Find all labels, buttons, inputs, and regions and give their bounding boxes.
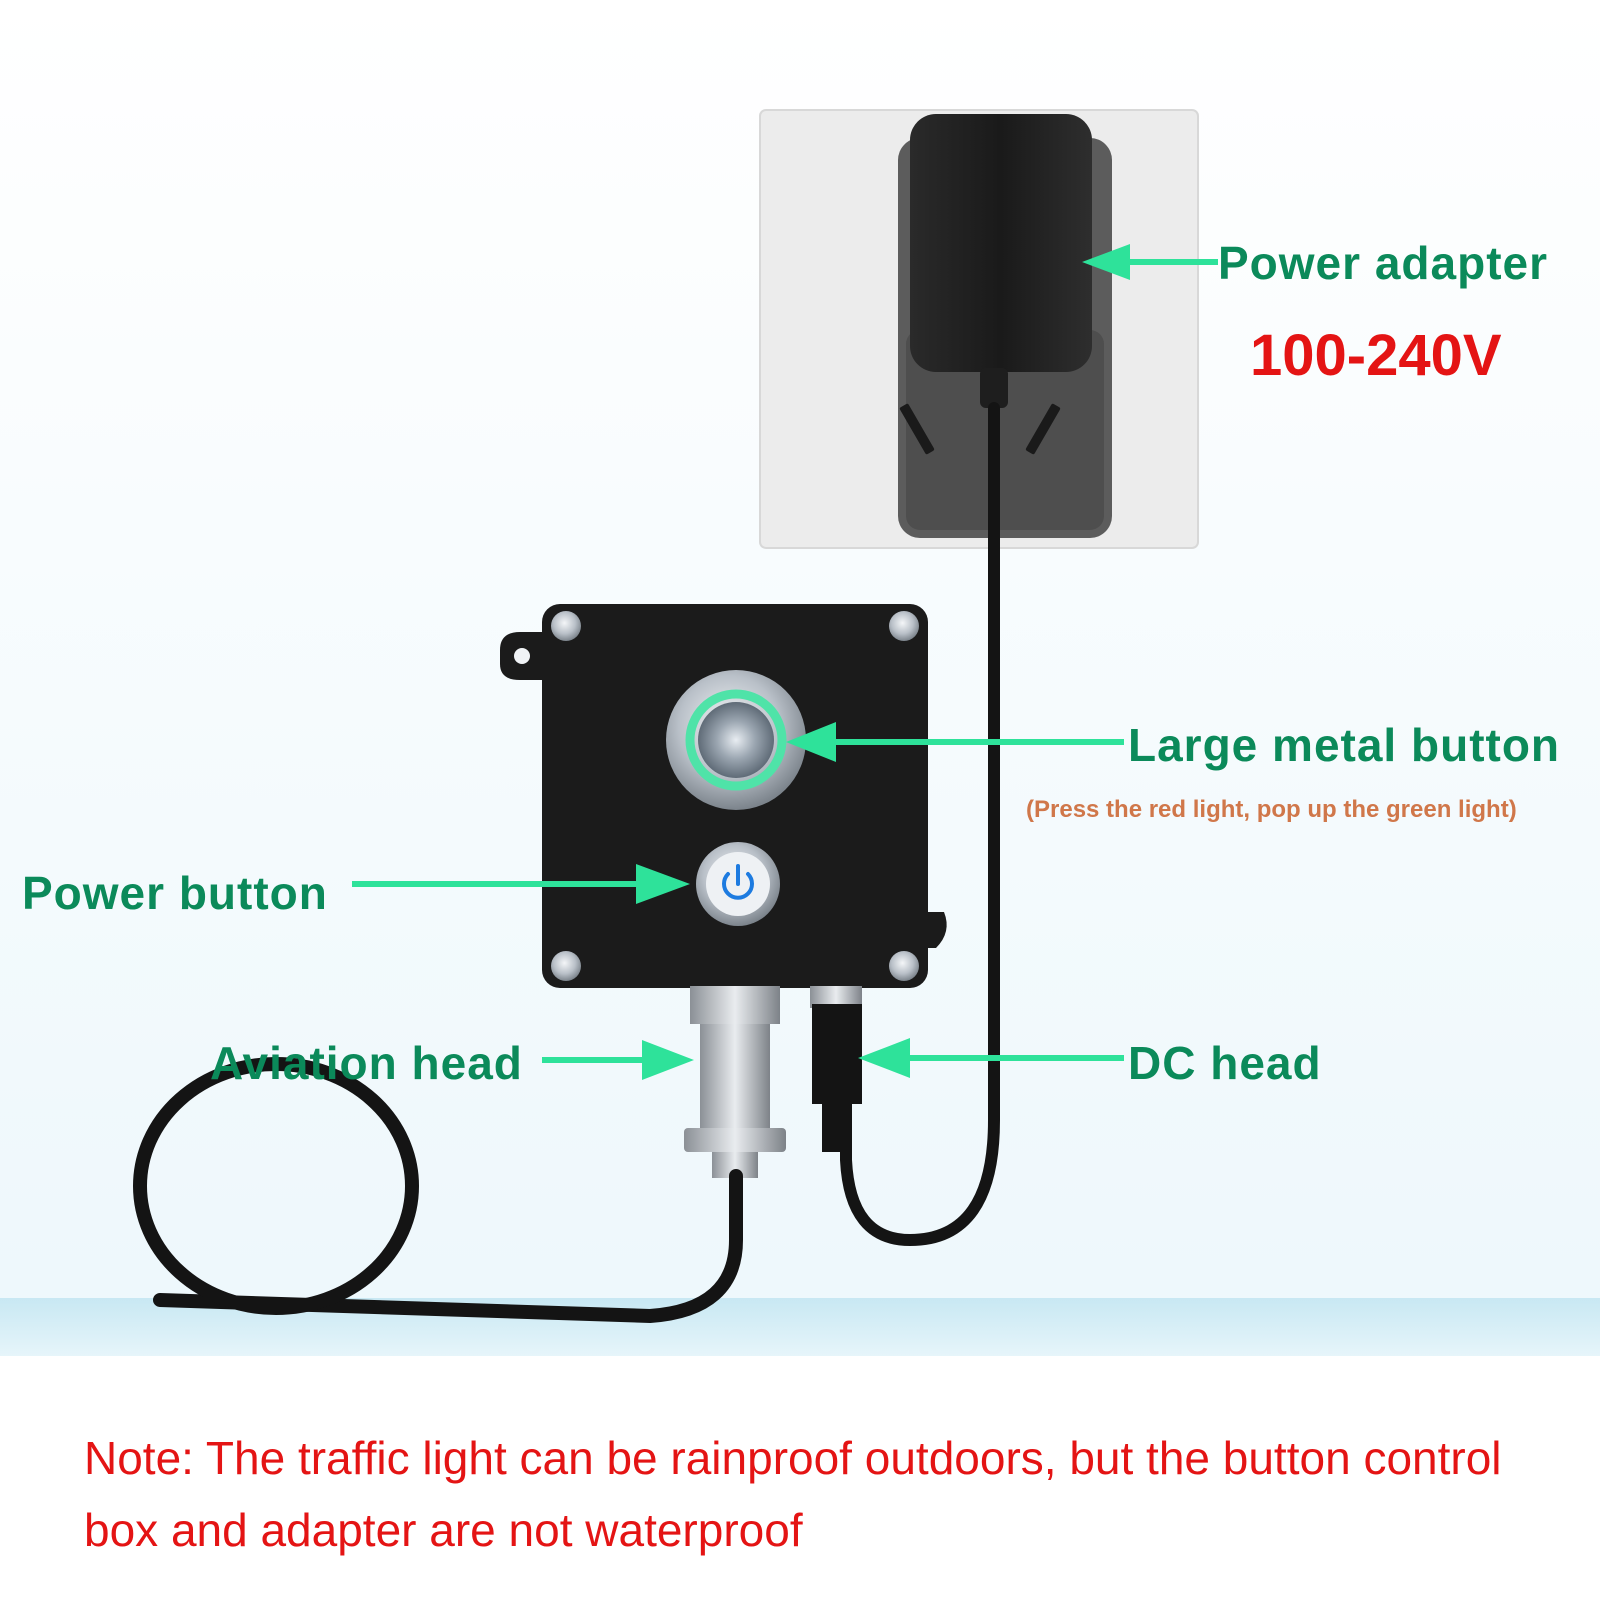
arrow-dc-head xyxy=(858,1038,1124,1078)
power-icon xyxy=(722,864,754,900)
note-area xyxy=(0,1356,1600,1600)
adapter-cable xyxy=(840,402,1000,1247)
arrow-power-button xyxy=(352,864,690,904)
power-adapter xyxy=(910,114,1092,408)
cable-coil xyxy=(133,1057,419,1315)
arrow-aviation-head xyxy=(542,1040,694,1080)
warning-note: Note: The traffic light can be rainproof… xyxy=(84,1432,1502,1556)
arrow-power-adapter xyxy=(1082,244,1218,280)
large-metal-button-note: (Press the red light, pop up the green l… xyxy=(1026,796,1517,823)
aviation-head-label: Aviation head xyxy=(210,1037,523,1089)
voltage-label: 100-240V xyxy=(1250,323,1502,388)
power-adapter-label: Power adapter xyxy=(1218,237,1548,289)
large-metal-button-label: Large metal button xyxy=(1128,719,1561,771)
dc-head-label: DC head xyxy=(1128,1037,1322,1089)
dc-connector xyxy=(810,986,862,1152)
screw xyxy=(889,611,919,641)
arrow-large-button xyxy=(786,722,1124,762)
aviation-connector xyxy=(684,986,786,1178)
screw xyxy=(889,951,919,981)
power-button-label: Power button xyxy=(22,867,328,919)
screw xyxy=(551,611,581,641)
large-metal-button[interactable] xyxy=(666,670,806,810)
power-button[interactable] xyxy=(696,842,780,926)
aviation-cable xyxy=(153,1169,743,1324)
screw xyxy=(551,951,581,981)
